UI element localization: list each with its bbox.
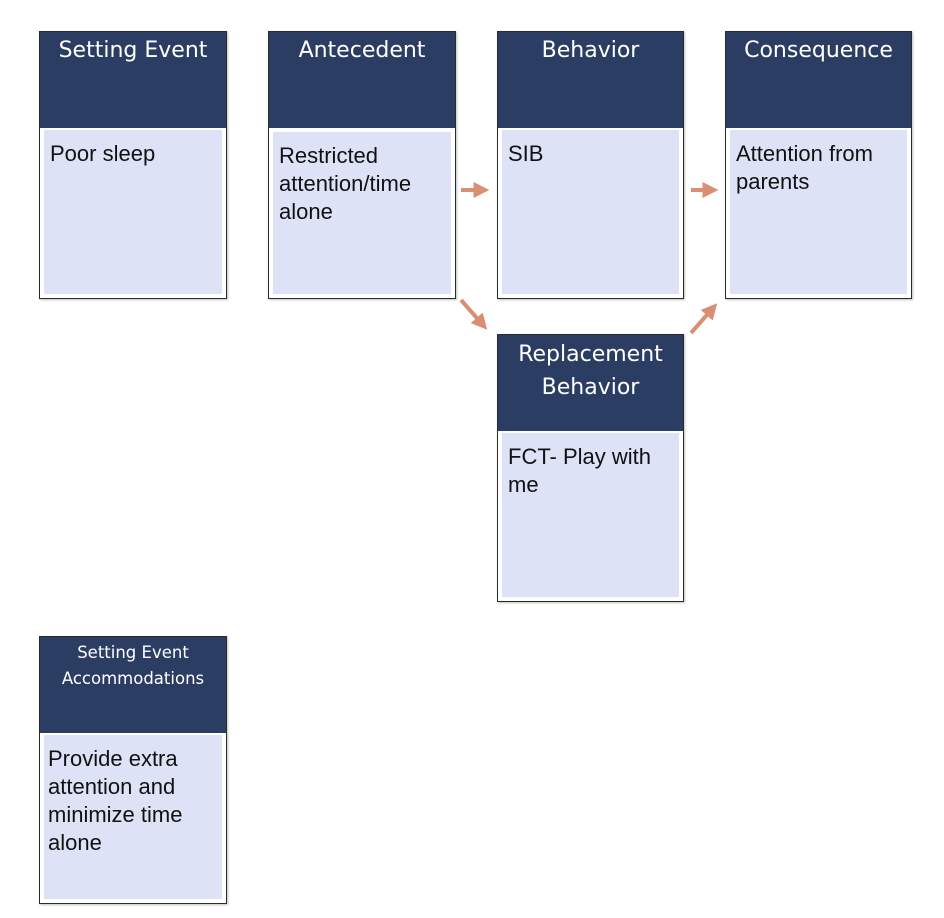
- setting-event-title: Setting Event: [40, 32, 226, 128]
- replacement-behavior-body: FCT- Play with me: [502, 433, 679, 597]
- arrow-antecedent-to-replacement: [459, 298, 488, 330]
- setting-event-accommodations-body: Provide extra attention and minimize tim…: [44, 735, 222, 899]
- consequence-body: Attention from parents: [730, 130, 907, 294]
- setting-event-accommodations-title: Setting Event Accommodations: [40, 637, 226, 733]
- consequence-title: Consequence: [726, 32, 911, 128]
- consequence-box: Consequence Attention from parents: [725, 31, 912, 299]
- setting-event-accommodations-box: Setting Event Accommodations Provide ext…: [39, 636, 227, 904]
- antecedent-title: Antecedent: [269, 32, 455, 128]
- behavior-body: SIB: [502, 130, 679, 294]
- behavior-title: Behavior: [498, 32, 683, 128]
- replacement-behavior-title: Replacement Behavior: [498, 335, 683, 431]
- setting-event-box: Setting Event Poor sleep: [39, 31, 227, 299]
- arrow-replacement-to-consequence: [689, 303, 718, 335]
- behavior-box: Behavior SIB: [497, 31, 684, 299]
- antecedent-body: Restricted attention/time alone: [273, 132, 451, 294]
- replacement-behavior-box: Replacement Behavior FCT- Play with me: [497, 334, 684, 602]
- antecedent-box: Antecedent Restricted attention/time alo…: [268, 31, 456, 299]
- setting-event-body: Poor sleep: [44, 130, 222, 294]
